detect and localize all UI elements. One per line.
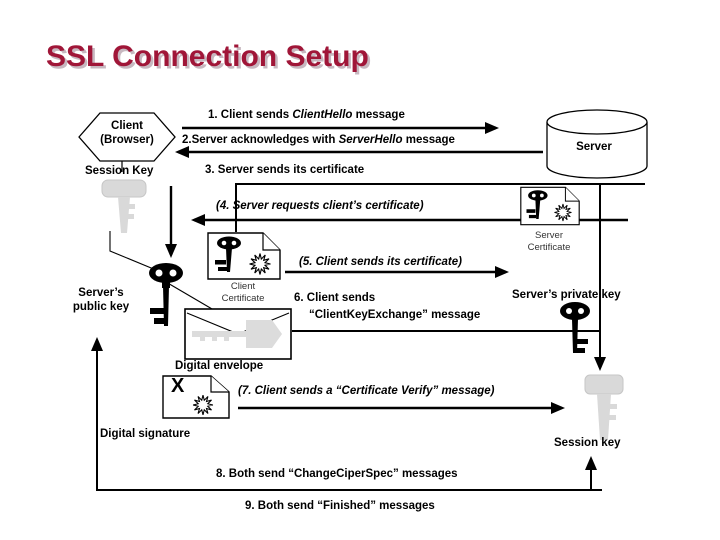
server-node-label: Server — [576, 141, 612, 153]
digital-envelope-icon — [184, 308, 292, 360]
client-certificate-label: Client Certificate — [221, 281, 265, 304]
server-private-key-icon — [560, 302, 590, 353]
server-private-key-label: Server’s private key — [512, 289, 621, 301]
page-title: SSL Connection Setup — [46, 40, 369, 73]
step-4-label: (4. Server requests client’s certificate… — [216, 200, 424, 212]
step-8-label: 8. Both send “ChangeCiperSpec” messages — [216, 468, 458, 480]
server-public-key-label: Server’s public key — [72, 287, 130, 313]
step-7-label: (7. Client sends a “Certificate Verify” … — [238, 385, 495, 397]
digital-envelope-label: Digital envelope — [175, 360, 264, 372]
session-key-top-label: Session Key — [85, 165, 154, 177]
step-9-label: 9. Both send “Finished” messages — [245, 500, 435, 512]
server-certificate-icon — [520, 186, 580, 226]
digital-signature-icon — [162, 375, 230, 419]
step-3-label: 3. Server sends its certificate — [205, 164, 365, 176]
client-hexagon-shape — [78, 112, 176, 162]
step-2-label: 2.Server acknowledges with ServerHello m… — [182, 134, 455, 146]
server-cylinder-shape — [546, 109, 648, 179]
session-key-bottom-icon — [584, 374, 624, 440]
step-1-label: 1. Client sends ClientHello message — [208, 109, 405, 121]
digital-signature-label: Digital signature — [100, 428, 191, 440]
server-public-key-icon — [149, 263, 183, 326]
client-node-label: Client (Browser) — [100, 120, 154, 146]
line-step-3 — [235, 183, 645, 232]
signature-x-glyph: X — [171, 375, 185, 397]
step-6-label-line2: “ClientKeyExchange” message — [309, 309, 481, 321]
step-6-label-line1: 6. Client sends — [294, 292, 376, 304]
session-key-bottom-label: Session key — [554, 437, 621, 449]
session-key-connector-line — [109, 231, 157, 271]
session-key-icon — [101, 179, 147, 233]
server-certificate-label: Server Certificate — [527, 230, 571, 253]
step-5-label: (5. Client sends its certificate) — [299, 256, 462, 268]
client-certificate-icon — [207, 232, 281, 280]
